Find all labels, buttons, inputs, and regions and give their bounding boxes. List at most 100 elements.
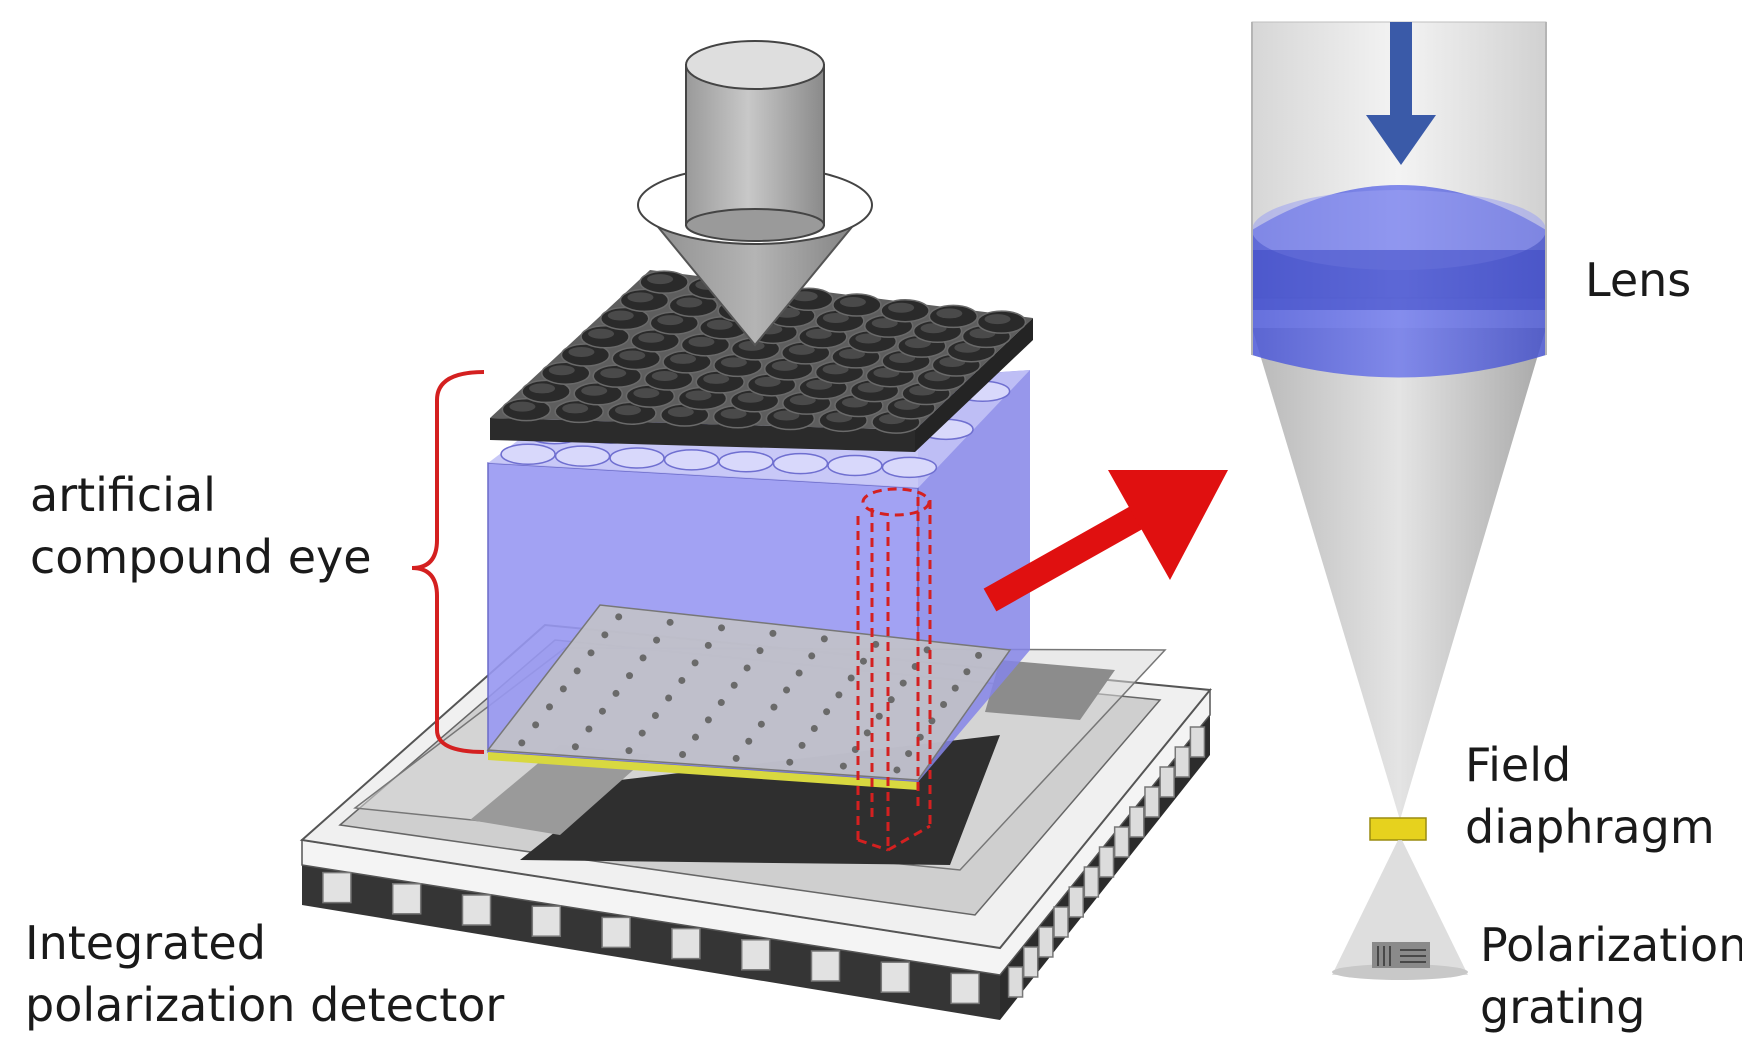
- microlens-highlight: [688, 336, 715, 347]
- pinhole: [820, 635, 828, 643]
- microlens-highlight: [771, 360, 798, 371]
- chip-pin: [1022, 946, 1039, 978]
- pinhole: [639, 654, 647, 662]
- detector-label-line2: polarization detector: [25, 977, 505, 1032]
- microlens-highlight: [647, 274, 674, 285]
- microlens-highlight: [562, 403, 589, 414]
- lens-label: Lens: [1585, 250, 1691, 312]
- lens-band-highlight: [1252, 250, 1546, 310]
- pinhole: [847, 674, 855, 682]
- microlens-highlight: [871, 318, 898, 329]
- microlens-highlight: [788, 344, 815, 355]
- pinhole: [810, 725, 818, 733]
- microlens-highlight: [773, 410, 800, 421]
- chip-pin: [1129, 806, 1145, 838]
- lenslet: [881, 456, 938, 479]
- chip-pin: [1189, 726, 1206, 758]
- focus-cone: [1252, 328, 1546, 820]
- pinhole: [704, 641, 712, 649]
- pinhole: [532, 721, 540, 729]
- microlens-highlight: [855, 333, 882, 344]
- pinhole: [823, 708, 831, 716]
- pinhole: [863, 729, 871, 737]
- light-source-objective: [637, 40, 873, 347]
- microlens-highlight: [614, 405, 641, 416]
- pinhole: [612, 689, 620, 697]
- microlens-highlight: [509, 401, 536, 412]
- substrate-yellow-edge: [488, 752, 918, 790]
- polarization-grating-label-line1: Polarization: [1480, 918, 1742, 972]
- microlens-highlight: [754, 376, 781, 387]
- microlens-highlight: [651, 371, 678, 382]
- pinhole: [678, 676, 686, 684]
- compound-eye-label-line1: artificial: [30, 468, 216, 522]
- microlens-highlight: [600, 368, 627, 379]
- lenslet: [554, 445, 611, 467]
- pinhole-array: [518, 613, 983, 774]
- chip-pin: [322, 871, 352, 904]
- pinhole: [756, 647, 764, 655]
- grating-lines: [1377, 946, 1426, 966]
- pinhole: [585, 725, 593, 733]
- pinhole: [928, 717, 936, 725]
- field-diaphragm-label-line2: diaphragm: [1465, 799, 1715, 854]
- microlens-highlight: [789, 395, 816, 406]
- pinhole: [601, 631, 609, 639]
- chip-pin: [1174, 746, 1191, 778]
- microlens-highlight: [607, 310, 634, 321]
- microlens-highlight: [936, 308, 963, 319]
- chip-pin: [1144, 786, 1160, 818]
- single-channel-highlight: [856, 487, 932, 852]
- pinhole: [518, 739, 526, 747]
- pinhole: [653, 636, 661, 644]
- pinhole: [899, 679, 907, 687]
- microlens-highlight: [568, 346, 595, 357]
- channel-detail: [1251, 21, 1547, 980]
- chip-pin: [1068, 886, 1084, 918]
- polarization-grating-label-line2: grating: [1480, 979, 1646, 1034]
- microlens-highlight: [657, 315, 684, 326]
- pinhole: [559, 685, 567, 693]
- microlens-highlight: [888, 302, 915, 313]
- microlens-highlight: [720, 408, 747, 419]
- lens-label-text: Lens: [1585, 253, 1692, 307]
- pinhole: [626, 672, 634, 680]
- microlens-highlight: [667, 406, 694, 417]
- polarization-grating-patch: [1372, 942, 1430, 968]
- pinhole: [893, 766, 901, 774]
- lenslet: [663, 449, 720, 471]
- chip-pin: [1007, 966, 1024, 998]
- microlens-highlight: [685, 390, 712, 401]
- microlens-array-plate: [490, 270, 1033, 452]
- objective-barrel-top: [685, 40, 825, 90]
- microlens-highlight: [737, 392, 764, 403]
- pinhole: [732, 754, 740, 762]
- pinhole: [808, 652, 816, 660]
- chip-pin: [671, 927, 701, 960]
- pinhole: [839, 762, 847, 770]
- objective-barrel-bottom: [685, 208, 825, 242]
- pinhole: [769, 629, 777, 637]
- pinhole: [651, 712, 659, 720]
- pinhole: [798, 741, 806, 749]
- chip-pin: [1159, 766, 1175, 798]
- mla-plate-front: [490, 418, 915, 452]
- pinhole: [887, 696, 895, 704]
- chip-pin: [880, 961, 911, 993]
- pinhole: [638, 729, 646, 737]
- microlens-highlight: [720, 357, 747, 368]
- chip-pin: [1038, 926, 1054, 958]
- pinhole: [786, 758, 794, 766]
- pinhole: [940, 700, 948, 708]
- pinhole: [905, 750, 913, 758]
- microlens-highlight: [806, 379, 833, 390]
- lenslet: [500, 443, 556, 466]
- chip-pin: [1098, 846, 1115, 878]
- microlens-highlight: [805, 328, 832, 339]
- compound-eye-label-line2: compound eye: [30, 529, 372, 584]
- chip-pins-right: [1007, 726, 1206, 998]
- pinhole: [718, 624, 726, 632]
- microlens-highlight: [670, 353, 697, 364]
- pinhole: [598, 707, 606, 715]
- lenslet: [609, 447, 665, 469]
